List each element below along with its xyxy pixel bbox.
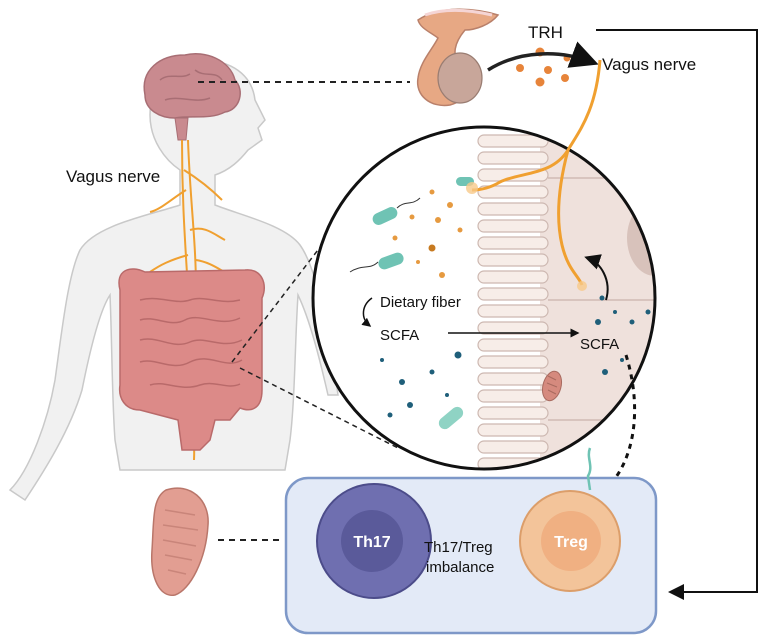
intestine-icon <box>118 268 266 451</box>
zoom-line-bottom <box>239 367 399 449</box>
imbalance-label-line2: imbalance <box>426 559 494 576</box>
brain-icon <box>143 53 241 141</box>
scfa-to-nerve-arrow <box>584 254 609 301</box>
mitochondrion-icon <box>541 370 563 402</box>
imbalance-label-line1: Th17/Treg <box>424 539 493 556</box>
vagus-nerve-top-label: Vagus nerve <box>602 55 696 74</box>
bacteria-icon <box>349 177 474 430</box>
fiber-particles <box>392 189 463 278</box>
nerve-ending-mid <box>577 281 587 291</box>
scfa-tissue-label: SCFA <box>580 336 619 353</box>
trh-arrow <box>487 41 599 72</box>
th17-nucleus <box>341 510 403 572</box>
treg-nucleus <box>541 511 601 571</box>
trh-label: TRH <box>528 23 563 42</box>
th17-label: Th17 <box>353 534 390 551</box>
vagus-nerve-body-label: Vagus nerve <box>66 167 160 186</box>
spleen-icon <box>151 487 209 596</box>
treg-label: Treg <box>554 534 588 551</box>
scfa-lumen-label: SCFA <box>380 327 419 344</box>
immune-box <box>284 447 658 635</box>
nerve-ending-top <box>466 182 478 194</box>
trh-immune-connector <box>596 29 758 600</box>
dietary-fiber-label: Dietary fiber <box>380 294 461 311</box>
vagus-nerve-gut <box>471 59 602 286</box>
receptor-icon <box>586 447 592 491</box>
fiber-to-scfa-arrow <box>361 297 373 327</box>
pituitary-icon <box>416 8 500 107</box>
villi <box>477 134 549 469</box>
scfa-particles <box>380 295 651 418</box>
